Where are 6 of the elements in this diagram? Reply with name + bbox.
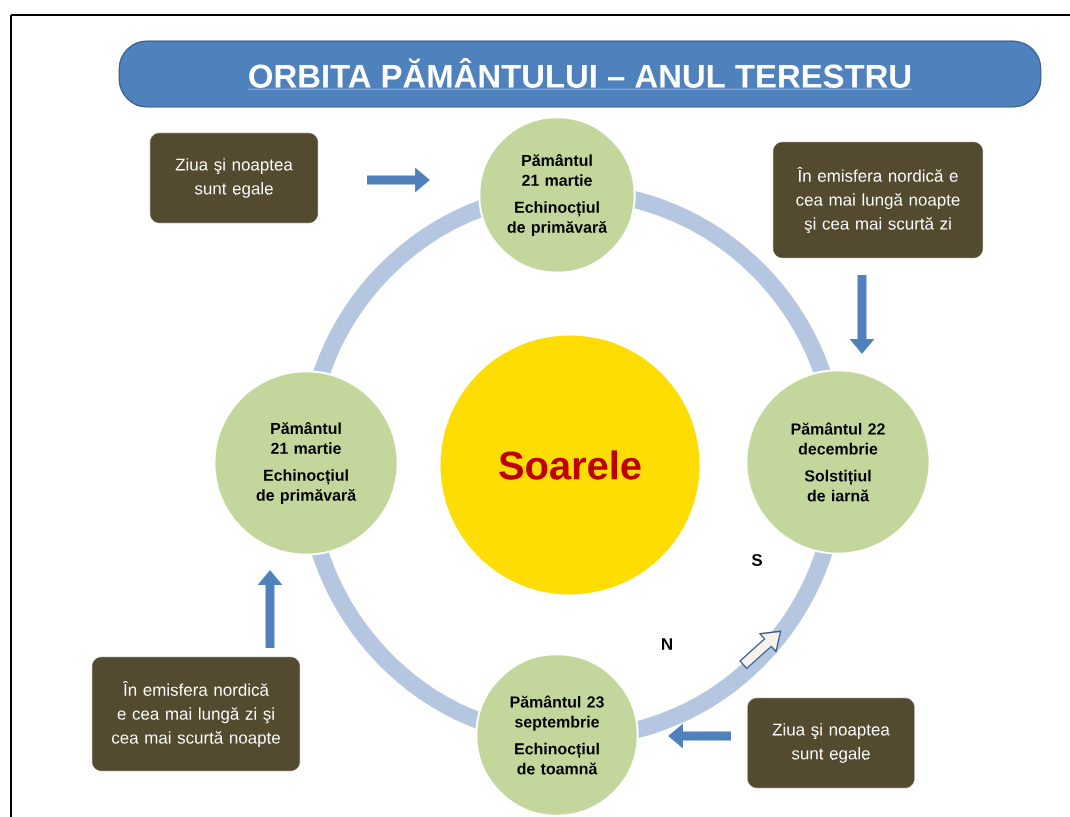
pole-label: N — [662, 638, 672, 650]
title-banner: ORBITA PĂMÂNTULUI – ANUL TERESTRU — [118, 40, 1042, 108]
note-box: În emisfera nordică e cea mai lungă zi şi cea mai scurtă noapte — [92, 657, 300, 771]
note-box: Ziua şi noaptea sunt egale — [747, 697, 915, 789]
note-box: În emisfera nordică e cea mai lungă noapte şi cea mai scurtă zi — [773, 142, 983, 258]
note-box: Ziua şi noaptea sunt egale — [150, 132, 318, 224]
